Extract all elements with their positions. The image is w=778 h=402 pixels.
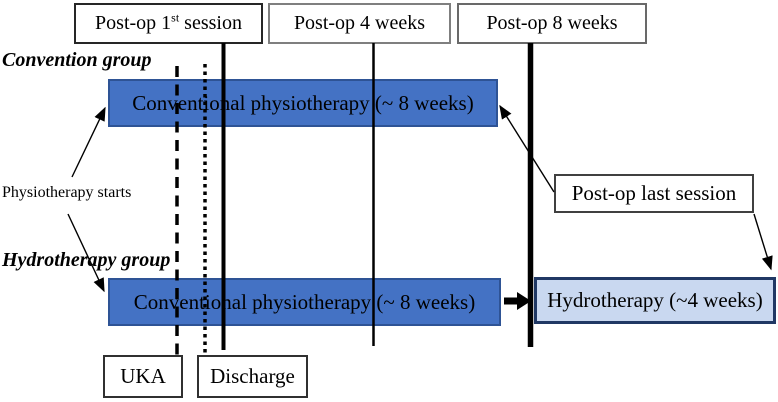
postop-first-session-box: Post-op 1st session [74, 3, 263, 44]
convention-group-label: Convention group [2, 49, 152, 71]
postop-first-session-label: Post-op 1st session [95, 10, 242, 34]
postop-last-session-box: Post-op last session [554, 174, 754, 213]
superscript-st: st [171, 10, 180, 25]
uka-label: UKA [120, 364, 166, 388]
arrow-last-session-to-hydrotherapy-bar [753, 213, 773, 271]
postop-8-weeks-box: Post-op 8 weeks [457, 3, 647, 44]
postop-4-weeks-label: Post-op 4 weeks [293, 12, 426, 34]
discharge-box: Discharge [197, 355, 308, 398]
transition-arrow [504, 292, 531, 310]
convention-physiotherapy-bar: Conventional physiotherapy (~ 8 weeks) [108, 79, 498, 127]
arrow-last-session-to-convention-bar [499, 104, 555, 193]
hydrotherapy-group-physiotherapy-bar-label: Conventional physiotherapy (~ 8 weeks) [133, 289, 476, 314]
arrow-physio-starts-to-convention-bar [71, 106, 106, 178]
hydrotherapy-group-label: Hydrotherapy group [2, 249, 171, 271]
physiotherapy-starts-note: Physiotherapy starts [2, 184, 132, 201]
postop-last-session-label: Post-op last session [571, 181, 737, 205]
postop-4-weeks-box: Post-op 4 weeks [268, 3, 451, 44]
hydrotherapy-group-physiotherapy-bar: Conventional physiotherapy (~ 8 weeks) [108, 278, 501, 326]
convention-physiotherapy-bar-label: Conventional physiotherapy (~ 8 weeks) [132, 90, 474, 115]
hydrotherapy-bar-label: Hydrotherapy (~4 weeks) [547, 288, 763, 312]
discharge-label: Discharge [210, 364, 295, 388]
uka-box: UKA [103, 355, 183, 398]
postop-8-weeks-label: Post-op 8 weeks [486, 12, 618, 34]
hydrotherapy-bar: Hydrotherapy (~4 weeks) [534, 277, 776, 324]
